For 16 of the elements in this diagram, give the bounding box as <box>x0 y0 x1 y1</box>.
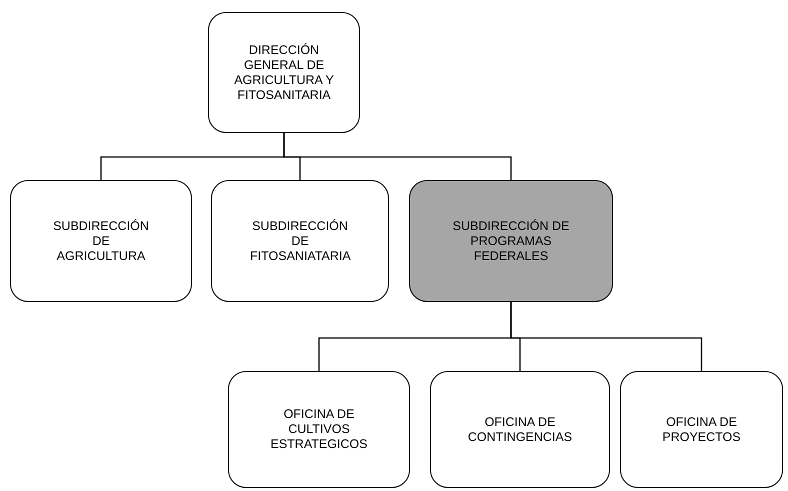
org-box <box>430 371 610 488</box>
org-box <box>10 180 192 302</box>
org-box <box>228 371 410 488</box>
box-label: SUBDIRECCIÓN DE AGRICULTURA <box>52 218 150 264</box>
org-box <box>208 12 360 133</box>
box-label: SUBDIRECCIÓN DE PROGRAMAS FEDERALES <box>452 218 570 264</box>
connector-line <box>283 133 512 180</box>
org-box <box>409 180 613 302</box>
box-label: OFICINA DE CONTINGENCIAS <box>466 414 574 444</box>
box-label: OFICINA DE CULTIVOS ESTRATEGICOS <box>269 407 368 452</box>
org-box <box>620 371 783 488</box>
org-box <box>211 180 389 302</box>
connector-line <box>510 302 702 371</box>
box-label: SUBDIRECCIÓN DE FITOSANIATARIA <box>250 218 350 264</box>
box-label: DIRECCIÓN GENERAL DE AGRICULTURA Y FITOSANITARIA <box>233 42 335 102</box>
box-label: OFICINA DE PROYECTOS <box>661 414 742 444</box>
